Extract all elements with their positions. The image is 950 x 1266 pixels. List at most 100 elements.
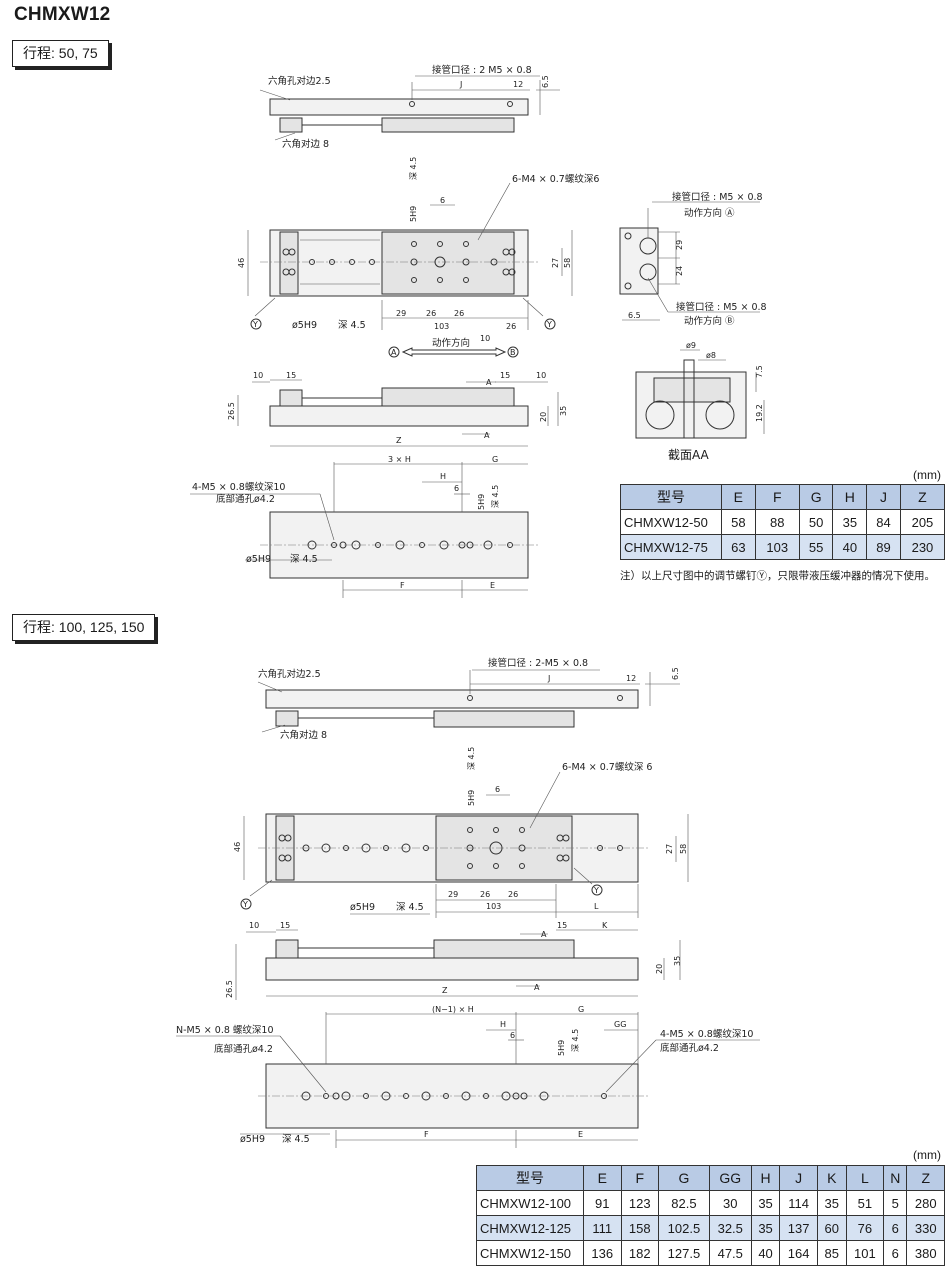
dim-f: F — [424, 1130, 429, 1139]
table-header: L — [845, 1165, 885, 1191]
section-aa-label: 截面AA — [668, 448, 709, 462]
unit-label-1: (mm) — [913, 468, 941, 482]
table-header: Z — [899, 484, 946, 510]
h9-label: 5H9 — [477, 494, 486, 510]
h9-label: 5H9 — [467, 790, 476, 806]
dim-a2: A — [534, 983, 540, 992]
plan-view-body — [265, 813, 639, 883]
dim-29: 29 — [396, 309, 406, 318]
dim-6: 6 — [454, 484, 459, 493]
table-header: H — [750, 1165, 781, 1191]
hole-label: ø5H9 — [246, 554, 271, 565]
top-view-stopper — [275, 710, 299, 727]
hole-row — [301, 1091, 607, 1101]
end-view-1: 接管口径 : M5 × 0.8 动作方向 Ⓐ 29 24 接管口径 : M5 ×… — [619, 191, 767, 327]
side-view-stopper — [275, 939, 299, 959]
end-dim-24: 24 — [675, 266, 684, 276]
dim-l: L — [594, 902, 599, 911]
dim-26a: 26 — [480, 890, 490, 899]
screw-label: 6-M4 × 0.7螺纹深6 — [512, 173, 599, 185]
hex-hole-label: 六角孔对边2.5 — [268, 75, 331, 87]
dim-k: K — [602, 921, 608, 930]
y-marker — [250, 318, 262, 330]
y-marker — [544, 318, 556, 330]
h9-label: 5H9 — [409, 206, 418, 222]
bottom-view-body — [265, 1063, 639, 1129]
table-header: E — [583, 1165, 622, 1191]
end-dir-b: 动作方向 Ⓑ — [684, 315, 735, 327]
dim-46: 46 — [233, 842, 242, 852]
dim-35: 35 — [673, 956, 682, 966]
table-header: F — [620, 1165, 660, 1191]
table-header: G — [798, 484, 834, 510]
dim-46: 46 — [237, 258, 246, 268]
y-marker — [240, 898, 252, 910]
hex-label: 六角对边 8 — [280, 729, 327, 741]
page-title: CHMXW12 — [14, 4, 111, 25]
dim-12: 12 — [626, 674, 636, 683]
dim-a2: A — [484, 431, 490, 440]
end-dim-29: 29 — [675, 240, 684, 250]
hole-row — [307, 540, 513, 550]
spec-table-2: 型号 E F G GG H J K L N Z CHMXW12-100 91 1… — [476, 1165, 945, 1266]
table-header: H — [832, 484, 868, 510]
m5-label: 4-M5 × 0.8螺纹深10 — [660, 1028, 753, 1040]
table-header: J — [866, 484, 901, 510]
table-row: CHMXW12-150 136 182 127.5 47.5 40 164 85… — [476, 1240, 945, 1266]
dir-b-label: B — [510, 348, 516, 357]
dim-j: J — [547, 674, 550, 683]
plan-view-table — [381, 231, 515, 295]
dim-gg: GG — [614, 1020, 626, 1029]
dim-26-5: 26.5 — [227, 402, 236, 420]
table-row: CHMXW12-125 111 158 102.5 32.5 35 137 60… — [476, 1215, 945, 1241]
port-label: 接管口径 : 2-M5 × 0.8 — [488, 657, 588, 669]
plan-view-2: 深 4.5 5H9 6 6-M4 × 0.7螺纹深 6 46 27 58 29 … — [233, 747, 689, 918]
dim-58: 58 — [679, 844, 688, 854]
unit-label-2: (mm) — [913, 1148, 941, 1162]
stroke-label-1: 行程: 50, 75 — [12, 40, 109, 67]
dim-103: 103 — [486, 902, 501, 911]
dim-10: 10 — [249, 921, 259, 930]
dim-3h: 3 × H — [388, 455, 411, 464]
dim-15b: 15 — [500, 371, 510, 380]
dim-h: H — [440, 472, 446, 481]
dim-10b: 10 — [536, 371, 546, 380]
top-view-2: 六角孔对边2.5 接管口径 : 2-M5 × 0.8 六角对边 8 J 12 6… — [257, 657, 680, 741]
side-view-base — [265, 957, 639, 981]
direction-arrow — [401, 347, 507, 357]
side-view-absorber — [433, 939, 575, 959]
drawing-section-1: 六角孔对边2.5 接管口径 : 2 M5 × 0.8 六角对边 8 J 12 6… — [190, 64, 767, 598]
dim-27: 27 — [551, 258, 560, 268]
spec-table-1: 型号 E F G H J Z CHMXW12-50 58 88 50 35 84… — [620, 484, 946, 560]
through-label-1: 底部通孔ø4.2 — [214, 1043, 273, 1055]
dim-a: A — [486, 378, 492, 387]
dir-a-label: A — [391, 348, 397, 357]
dim-g: G — [578, 1005, 584, 1014]
dim-a: A — [541, 930, 547, 939]
hex-label: 六角对边 8 — [282, 138, 329, 150]
dim-35: 35 — [559, 406, 568, 416]
table-header: N — [883, 1165, 908, 1191]
dim-26-5: 26.5 — [225, 980, 234, 998]
through-label-2: 底部通孔ø4.2 — [660, 1042, 719, 1054]
bottom-view-2: (N−1) × H G H GG 6 5H9 深 4.5 N-M5 × 0.8 … — [176, 1005, 760, 1148]
y-marker — [591, 884, 603, 896]
top-view-1: 六角孔对边2.5 接管口径 : 2 M5 × 0.8 六角对边 8 J 12 6… — [259, 64, 560, 150]
dim-103: 103 — [434, 322, 449, 331]
table-row: CHMXW12-75 63 103 55 40 89 230 — [620, 534, 946, 560]
dim-6: 6 — [510, 1031, 515, 1040]
top-view-body — [265, 689, 639, 709]
table-row: CHMXW12-100 91 123 82.5 30 35 114 35 51 … — [476, 1190, 945, 1216]
port-circle — [409, 101, 415, 107]
top-view-stopper — [279, 117, 303, 133]
deep-4-5: 深 4.5 — [467, 747, 476, 770]
hex-hole-label: 六角孔对边2.5 — [258, 668, 321, 680]
aa-dim-9: ø9 — [686, 341, 696, 350]
table-header: G — [658, 1165, 710, 1191]
plan-view-end-block — [279, 231, 299, 295]
footnote: 注）以上尺寸图中的调节螺钉Ⓨ，只限带液压缓冲器的情况下使用。 — [620, 570, 935, 582]
dim-26b: 26 — [508, 890, 518, 899]
dim-z: Z — [442, 986, 448, 995]
port-label: 接管口径 : 2 M5 × 0.8 — [432, 64, 532, 76]
screw-label: 6-M4 × 0.7螺纹深 6 — [562, 761, 652, 773]
